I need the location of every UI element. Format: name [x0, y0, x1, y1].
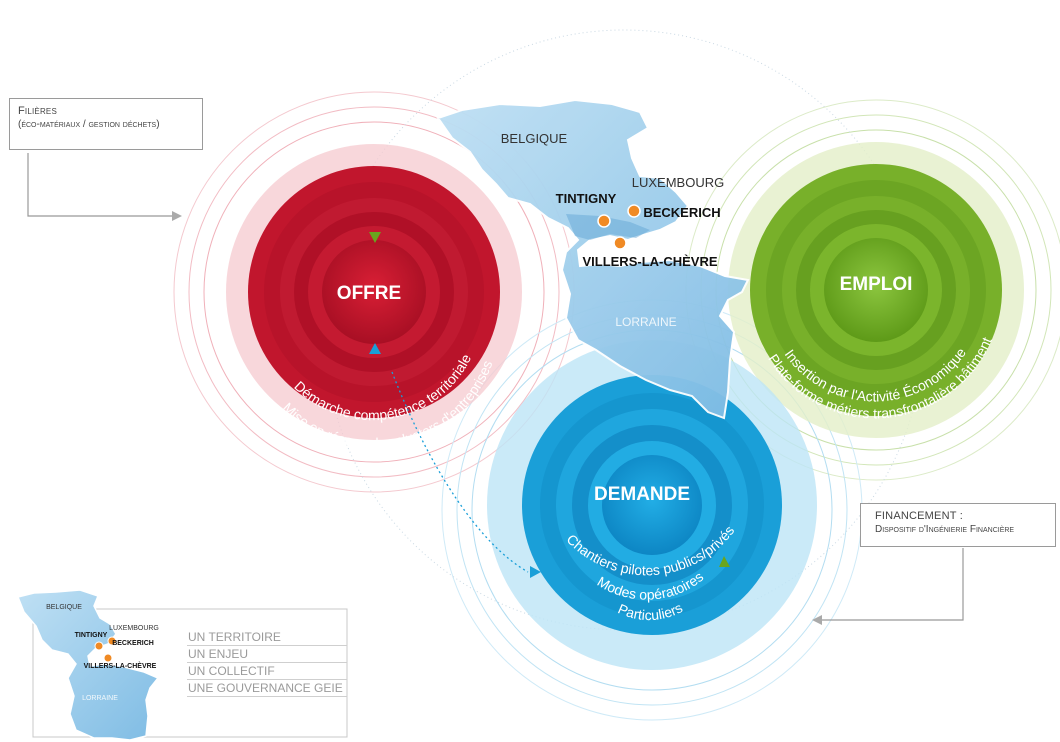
map-label-belgique: BELGIQUE	[501, 131, 568, 146]
mini-label-luxembourg: LUXEMBOURG	[109, 625, 159, 632]
town-markers	[597, 204, 641, 250]
legend-item: UNE GOUVERNANCE GEIE	[187, 680, 347, 697]
emploi-circle	[728, 142, 1024, 438]
filieres-subtitle: (éco-matériaux / gestion déchets)	[18, 119, 160, 130]
mini-label-beckerich: BECKERICH	[112, 640, 154, 647]
legend-item: UN TERRITOIRE	[187, 629, 347, 646]
legend-item: UN COLLECTIF	[187, 663, 347, 680]
legend-list: UN TERRITOIRE UN ENJEU UN COLLECTIF UNE …	[187, 629, 347, 697]
mini-label-belgique: BELGIQUE	[46, 604, 82, 611]
filieres-box: Filières (éco-matériaux / gestion déchet…	[9, 98, 203, 150]
financement-title: FINANCEMENT :	[875, 510, 963, 522]
filieres-title: Filières	[18, 105, 57, 117]
blue-triangle-marker	[369, 343, 381, 354]
mini-label-villers: VILLERS-LA-CHÈVRE	[84, 661, 157, 670]
emploi-label: EMPLOI	[840, 274, 913, 295]
map-label-luxembourg: LUXEMBOURG	[632, 175, 724, 190]
blue-arrow-marker	[530, 566, 541, 578]
map-label-tintigny: TINTIGNY	[556, 191, 617, 206]
mini-map: BELGIQUE LUXEMBOURG TINTIGNY BECKERICH V…	[16, 589, 348, 741]
offre-label: OFFRE	[337, 283, 401, 304]
map-label-beckerich: BECKERICH	[643, 205, 720, 220]
mini-label-tintigny: TINTIGNY	[75, 632, 108, 639]
green-triangle-marker-demande	[719, 556, 730, 567]
demande-circle	[487, 340, 817, 670]
map-label-lorraine: LORRAINE	[615, 315, 676, 329]
legend-item: UN ENJEU	[187, 646, 347, 663]
filieres-arrow-icon	[172, 211, 182, 221]
filieres-connector	[27, 153, 172, 217]
demande-label: DEMANDE	[594, 484, 690, 505]
mini-label-lorraine: LORRAINE	[82, 695, 118, 702]
region-map	[436, 98, 750, 420]
financement-subtitle: Dispositif d'Ingénierie Financière	[875, 524, 1015, 535]
financement-connector	[822, 548, 964, 621]
map-labels: BELGIQUE LUXEMBOURG TINTIGNY BECKERICH V…	[501, 131, 724, 329]
financement-box: FINANCEMENT : Dispositif d'Ingénierie Fi…	[860, 503, 1056, 547]
green-triangle-marker	[369, 232, 381, 243]
map-label-villers: VILLERS-LA-CHÈVRE	[582, 254, 717, 269]
demande-arc-text-3: Particuliers	[616, 599, 685, 623]
offre-circle	[226, 144, 522, 440]
financement-arrow-icon	[812, 615, 822, 625]
